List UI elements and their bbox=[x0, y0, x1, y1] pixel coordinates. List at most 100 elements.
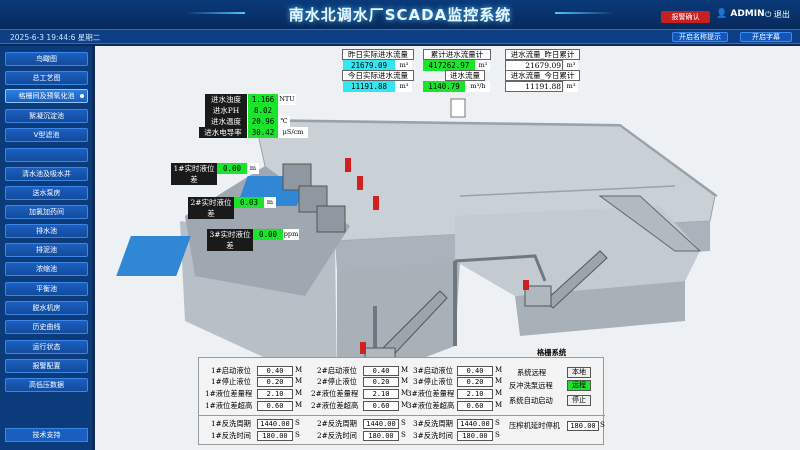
sidebar-item-aerial[interactable]: 鸟瞰图 bbox=[5, 52, 88, 66]
param-unit: M bbox=[401, 401, 409, 409]
param-label: 2#停止液位 bbox=[317, 377, 357, 386]
panel-title: 格栅系统 bbox=[537, 348, 567, 357]
cycle-input[interactable]: 180.00 bbox=[457, 431, 493, 441]
sidebar-item-history[interactable]: 历史曲线 bbox=[5, 320, 88, 334]
name-hint-button[interactable]: 开启名称提示 bbox=[672, 32, 728, 42]
today-actual-value: 11191.88 bbox=[343, 81, 395, 92]
cycle-label: 1#反洗周期 bbox=[211, 419, 251, 428]
sidebar-item-sludge-pool[interactable]: 排泥池 bbox=[5, 243, 88, 257]
backwash-remote-button[interactable]: 远程 bbox=[567, 380, 591, 391]
param-unit: M bbox=[295, 389, 303, 397]
sidebar-item-balance[interactable]: 平衡池 bbox=[5, 282, 88, 296]
in-flow-unit: m³/h bbox=[466, 81, 490, 92]
sidebar: 鸟瞰图 总工艺图 格栅间及预氧化池 絮凝沉淀池 V型滤池 清水池及吸水井 送水泵… bbox=[0, 46, 92, 450]
temperature-value: 20.96 bbox=[248, 116, 278, 127]
level-diff-2-label: 2#实时液位差 bbox=[188, 197, 234, 219]
logout-label: 退出 bbox=[773, 10, 790, 19]
sidebar-item-drain-pool[interactable]: 排水池 bbox=[5, 224, 88, 238]
cycle-unit: S bbox=[495, 419, 500, 427]
param-input[interactable]: 0.60 bbox=[363, 401, 399, 411]
cycle-unit: S bbox=[295, 431, 300, 439]
system-remote-label: 系统远程 bbox=[517, 368, 547, 377]
power-icon: ⏻ bbox=[765, 10, 772, 19]
level-diff-3-unit: ppm bbox=[283, 229, 299, 240]
param-input[interactable]: 0.60 bbox=[257, 401, 293, 411]
cycle-unit: S bbox=[401, 431, 406, 439]
conductivity-label: 进水电导率 bbox=[199, 127, 247, 138]
param-label: 1#停止液位 bbox=[211, 377, 251, 386]
sidebar-item-alarm-config[interactable]: 报警配置 bbox=[5, 359, 88, 373]
conductivity-value: 30.42 bbox=[248, 127, 278, 138]
conductivity-unit: μS/cm bbox=[278, 127, 308, 138]
sidebar-item-voltage[interactable]: 高低压数据 bbox=[5, 378, 88, 392]
today-total-unit: m³ bbox=[564, 81, 578, 92]
system-remote-button[interactable]: 本地 bbox=[567, 367, 591, 378]
param-input[interactable]: 2.10 bbox=[363, 389, 399, 399]
param-input[interactable]: 2.10 bbox=[257, 389, 293, 399]
param-label: 3#液位差量程 bbox=[407, 389, 455, 398]
sidebar-item-thickener[interactable]: 浓缩池 bbox=[5, 262, 88, 276]
param-unit: M bbox=[495, 366, 503, 374]
title-decoration-right bbox=[555, 12, 615, 14]
sidebar-item-chlorine[interactable]: 加氯加药间 bbox=[5, 205, 88, 219]
param-label: 2#启动液位 bbox=[317, 366, 357, 375]
cycle-label: 3#反洗时间 bbox=[413, 431, 453, 440]
param-unit: M bbox=[495, 377, 503, 385]
subtitle-button[interactable]: 开启字幕 bbox=[740, 32, 792, 42]
param-input[interactable]: 0.20 bbox=[457, 377, 493, 387]
cycle-input[interactable]: 180.00 bbox=[257, 431, 293, 441]
press-delay-input[interactable]: 180.00 bbox=[567, 421, 599, 431]
param-unit: M bbox=[401, 366, 409, 374]
param-input[interactable]: 0.40 bbox=[457, 366, 493, 376]
plant-3d-illustration bbox=[116, 98, 718, 391]
total-in-value: 417262.97 bbox=[423, 60, 475, 71]
cycle-input[interactable]: 1440.00 bbox=[257, 419, 293, 429]
backwash-remote-label: 反冲洗泵远程 bbox=[509, 381, 553, 390]
active-dot-icon bbox=[80, 94, 84, 98]
sidebar-item-grille[interactable]: 格栅间及预氧化池 bbox=[5, 89, 88, 103]
param-label: 2#液位差量程 bbox=[311, 389, 359, 398]
temperature-label: 进水温度 bbox=[205, 116, 247, 127]
cycle-input[interactable]: 1440.00 bbox=[363, 419, 399, 429]
param-input[interactable]: 0.40 bbox=[257, 366, 293, 376]
param-unit: M bbox=[495, 401, 503, 409]
sidebar-item-dewater[interactable]: 脱水机房 bbox=[5, 301, 88, 315]
user-icon: 👤 bbox=[716, 9, 728, 19]
param-input[interactable]: 0.60 bbox=[457, 401, 493, 411]
sidebar-item-blank[interactable] bbox=[5, 148, 88, 162]
alarm-confirm-button[interactable]: 报警确认 bbox=[661, 11, 710, 23]
user-menu[interactable]: 👤 ADMIN bbox=[716, 9, 765, 19]
param-input[interactable]: 0.20 bbox=[363, 377, 399, 387]
param-input[interactable]: 0.40 bbox=[363, 366, 399, 376]
param-input[interactable]: 2.10 bbox=[457, 389, 493, 399]
press-delay-unit: S bbox=[600, 421, 605, 429]
sidebar-item-process[interactable]: 总工艺图 bbox=[5, 71, 88, 85]
logout-button[interactable]: ⏻ 退出 bbox=[765, 9, 790, 20]
sidebar-item-clearwater[interactable]: 清水池及吸水井 bbox=[5, 167, 88, 181]
tech-support-button[interactable]: 技术支持 bbox=[5, 428, 88, 442]
page-title: 南水北调水厂SCADA监控系统 bbox=[288, 6, 512, 24]
param-unit: M bbox=[295, 377, 303, 385]
datetime-display: 2025-6-3 19:44:6 星期二 bbox=[10, 33, 101, 42]
ph-value: 8.02 bbox=[248, 105, 278, 116]
today-actual-label: 今日实际进水流量 bbox=[342, 70, 414, 81]
in-flow-label: 进水流量 bbox=[445, 70, 485, 81]
sidebar-item-status[interactable]: 运行状态 bbox=[5, 340, 88, 354]
grille-system-panel: 1#启动液位 0.40 M 1#停止液位 0.20 M 1#液位差量程 2.10… bbox=[198, 348, 605, 445]
temperature-unit: ℃ bbox=[278, 116, 290, 127]
yday-actual-label: 昨日实际进水流量 bbox=[342, 49, 414, 60]
sidebar-item-pump-house[interactable]: 送水泵房 bbox=[5, 186, 88, 200]
today-total-value: 11191.88 bbox=[505, 81, 563, 92]
level-diff-1-label: 1#实时液位差 bbox=[171, 163, 217, 185]
auto-start-label: 系统自动启动 bbox=[509, 396, 553, 405]
sidebar-item-v-filter[interactable]: V型滤池 bbox=[5, 128, 88, 142]
cycle-input[interactable]: 1440.00 bbox=[457, 419, 493, 429]
panel-divider bbox=[199, 415, 605, 416]
cycle-input[interactable]: 180.00 bbox=[363, 431, 399, 441]
param-input[interactable]: 0.20 bbox=[257, 377, 293, 387]
sidebar-item-flocculation[interactable]: 絮凝沉淀池 bbox=[5, 109, 88, 123]
cycle-unit: S bbox=[295, 419, 300, 427]
sidebar-item-label: 格栅间及预氧化池 bbox=[18, 92, 75, 100]
auto-start-button[interactable]: 停止 bbox=[567, 395, 591, 406]
param-unit: M bbox=[295, 401, 303, 409]
